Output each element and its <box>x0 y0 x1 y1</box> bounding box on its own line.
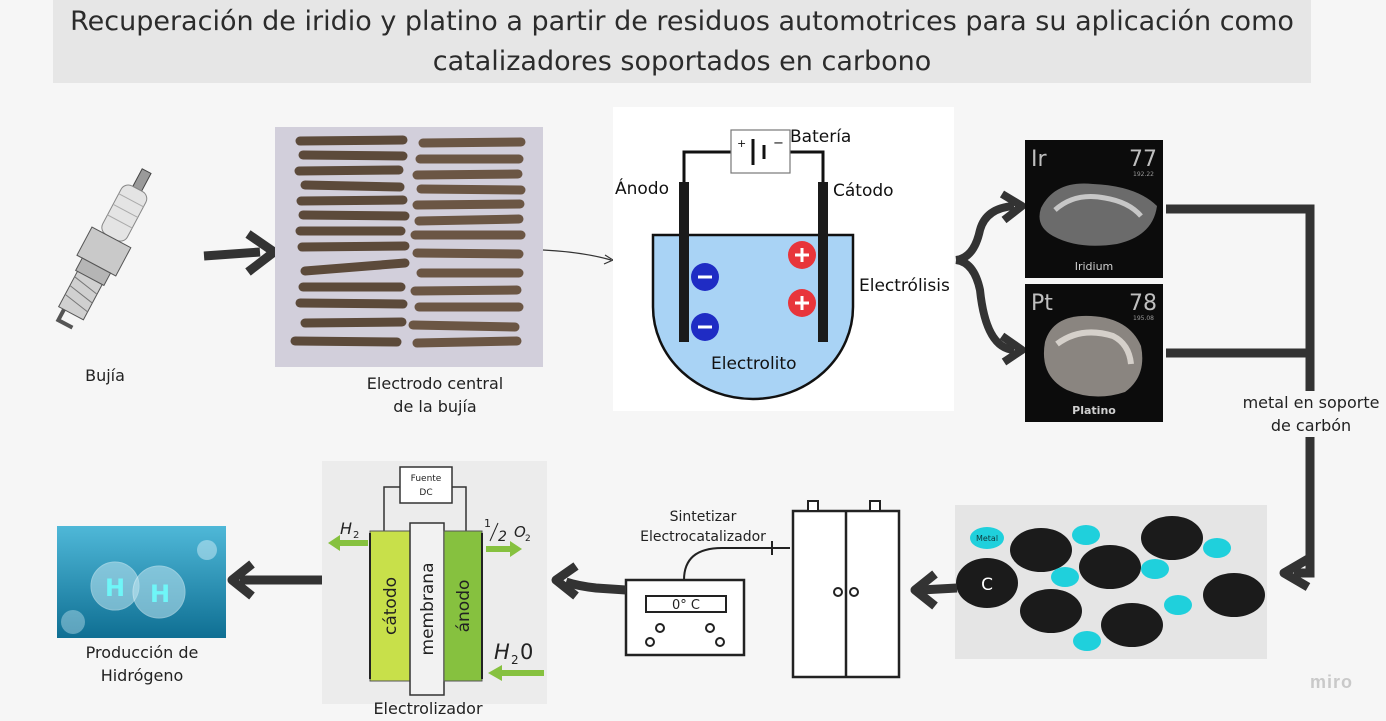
iridium-name: Iridium <box>1075 260 1114 273</box>
battery-label: Batería <box>790 127 851 147</box>
temperature-controller: 0° C <box>624 541 790 657</box>
cathode-label: Cátodo <box>833 181 894 201</box>
o2-label: O <box>514 523 526 541</box>
electrode-label-line1: Electrodo central <box>366 374 504 393</box>
furnace-image <box>791 500 901 679</box>
o2-fraction-den: 2 <box>498 529 507 545</box>
electrode-label-line2: de la bujía <box>393 397 477 416</box>
electrolysis-diagram: + − Batería Ánodo Cátodo Electrólisis El… <box>613 107 954 411</box>
electrolysis-label: Electrólisis <box>859 276 950 296</box>
iridium-symbol: Ir <box>1031 147 1047 172</box>
cell-anode-label: ánodo <box>454 580 474 633</box>
cell-cathode-label: cátodo <box>381 577 401 635</box>
electrodes-photo <box>275 127 543 367</box>
synthesis-label: Sintetizar Electrocatalizador <box>628 507 778 547</box>
electrode-label: Electrodo central de la bujía <box>345 372 525 418</box>
cation-icon <box>788 289 816 317</box>
platinum-symbol: Pt <box>1031 291 1053 316</box>
cation-icon <box>788 241 816 269</box>
anode-label: Ánodo <box>615 177 669 199</box>
electrolyzer-diagram: Fuente DC cátodo membrana ánodo H 2 1 2 … <box>322 461 547 704</box>
arrow-icon <box>910 570 958 610</box>
arrow-icon <box>203 230 279 276</box>
platinum-name: Platino <box>1072 404 1116 417</box>
platinum-card: Pt 78 195.08 Platino <box>1025 284 1163 422</box>
miro-watermark: miro <box>1310 672 1354 692</box>
water-tail: 0 <box>520 640 533 664</box>
iridium-mass: 192.22 <box>1133 171 1154 178</box>
hydrogen-label-line2: Hidrógeno <box>100 666 184 685</box>
spark-plug-image <box>55 168 152 330</box>
synthesis-label-line1: Sintetizar <box>669 509 737 525</box>
carbon-label: C <box>981 575 993 595</box>
anion-icon <box>691 313 719 341</box>
synthesis-label-line2: Electrocatalizador <box>640 529 766 545</box>
hydrogen-atom-2: H <box>150 580 170 608</box>
battery-plus: + <box>737 137 746 150</box>
o2-fraction-num: 1 <box>484 517 491 530</box>
support-label: metal en soporte de carbón <box>1236 391 1386 437</box>
page-title: Recuperación de iridio y platino a parti… <box>70 5 1294 77</box>
title-banner: Recuperación de iridio y platino a parti… <box>53 0 1311 83</box>
hydrogen-atom-1: H <box>105 574 125 602</box>
iridium-number: 77 <box>1129 147 1157 172</box>
spark-plug-label: Bujía <box>85 366 125 385</box>
electrolyte-label: Electrolito <box>711 354 796 374</box>
metal-label: Metal <box>976 534 998 543</box>
arrow-icon <box>551 562 627 600</box>
support-label-line2: de carbón <box>1270 416 1352 435</box>
thin-arrow-icon <box>543 249 615 265</box>
power-source-sub: DC <box>419 488 432 498</box>
iridium-card: Ir 77 192.22 Iridium <box>1025 140 1163 278</box>
water-label: H <box>494 640 510 664</box>
o2-sub: 2 <box>525 534 531 544</box>
hydrogen-image: H H <box>57 526 226 638</box>
power-source-label: Fuente <box>411 474 442 484</box>
carbon-support-image: C Metal <box>955 505 1267 659</box>
h2-output-label: H <box>340 519 352 538</box>
platinum-number: 78 <box>1129 291 1157 316</box>
temperature-display: 0° C <box>672 598 700 613</box>
water-sub: 2 <box>511 653 519 667</box>
anion-icon <box>691 263 719 291</box>
battery-minus: − <box>773 136 784 151</box>
electrolyzer-label: Electrolizador <box>373 699 483 718</box>
arrow-icon <box>227 560 322 600</box>
split-arrow-icon <box>955 190 1026 366</box>
support-label-line1: metal en soporte <box>1242 393 1380 412</box>
hydrogen-label-line1: Producción de <box>85 643 199 662</box>
platinum-mass: 195.08 <box>1133 315 1154 322</box>
hydrogen-label: Producción de Hidrógeno <box>62 641 222 687</box>
h2-output-sub: 2 <box>353 530 359 541</box>
cell-membrane-label: membrana <box>418 563 438 656</box>
